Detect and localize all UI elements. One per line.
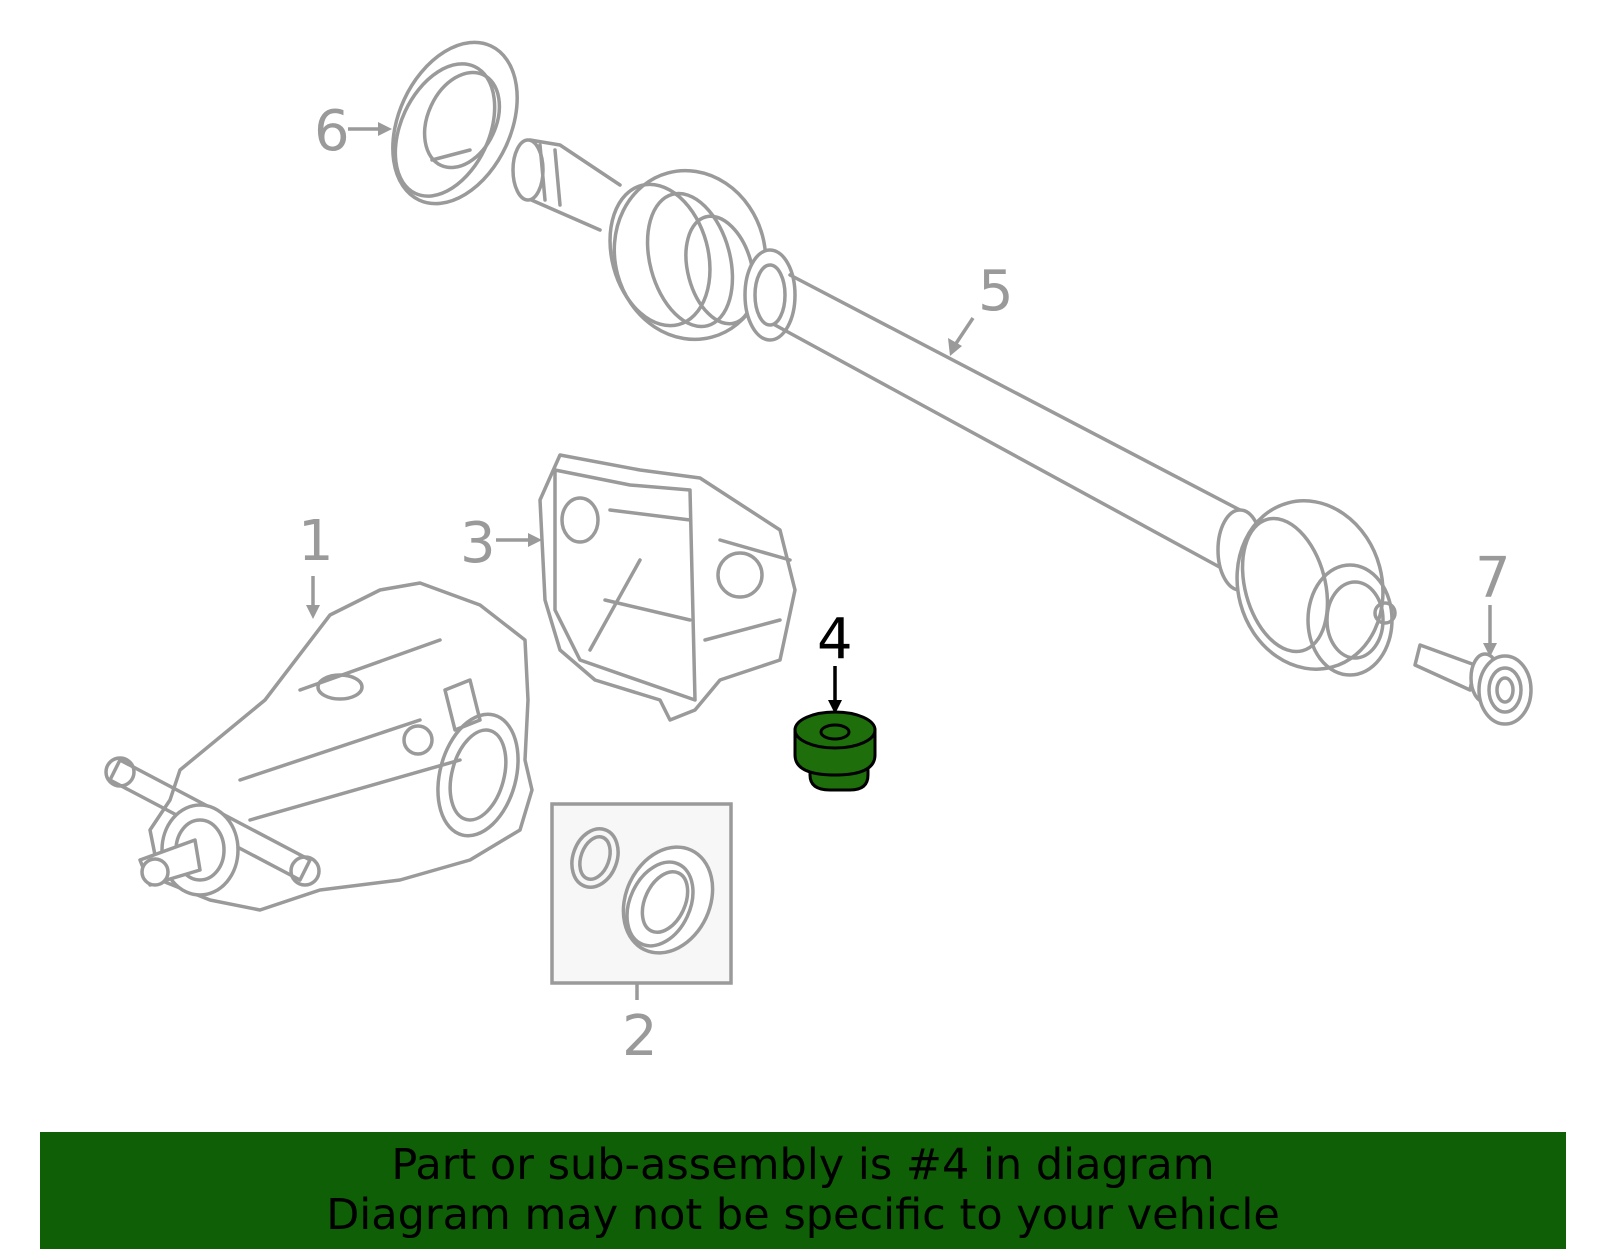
callout-5: 5 (978, 259, 1014, 324)
part-2-seal-kit[interactable] (550, 802, 733, 985)
part-5-axle-shaft[interactable] (511, 138, 1402, 686)
callout-2: 2 (622, 1004, 658, 1069)
callout-1: 1 (298, 509, 334, 574)
part-3-cover[interactable] (538, 453, 797, 722)
leader-lines (306, 122, 1497, 1000)
part-6-seal[interactable] (368, 22, 541, 223)
part-7-bolt[interactable] (1413, 643, 1533, 726)
callout-4: 4 (817, 607, 853, 672)
part-4-bushing[interactable] (793, 710, 877, 792)
callout-6: 6 (314, 99, 350, 164)
part-1-differential[interactable] (104, 581, 534, 912)
banner-line-disclaimer: Diagram may not be specific to your vehi… (326, 1190, 1280, 1240)
callout-7: 7 (1475, 546, 1511, 611)
banner-line-part: Part or sub-assembly is #4 in diagram (391, 1140, 1215, 1190)
info-banner: Part or sub-assembly is #4 in diagram Di… (40, 1132, 1566, 1249)
callout-3: 3 (460, 511, 496, 576)
